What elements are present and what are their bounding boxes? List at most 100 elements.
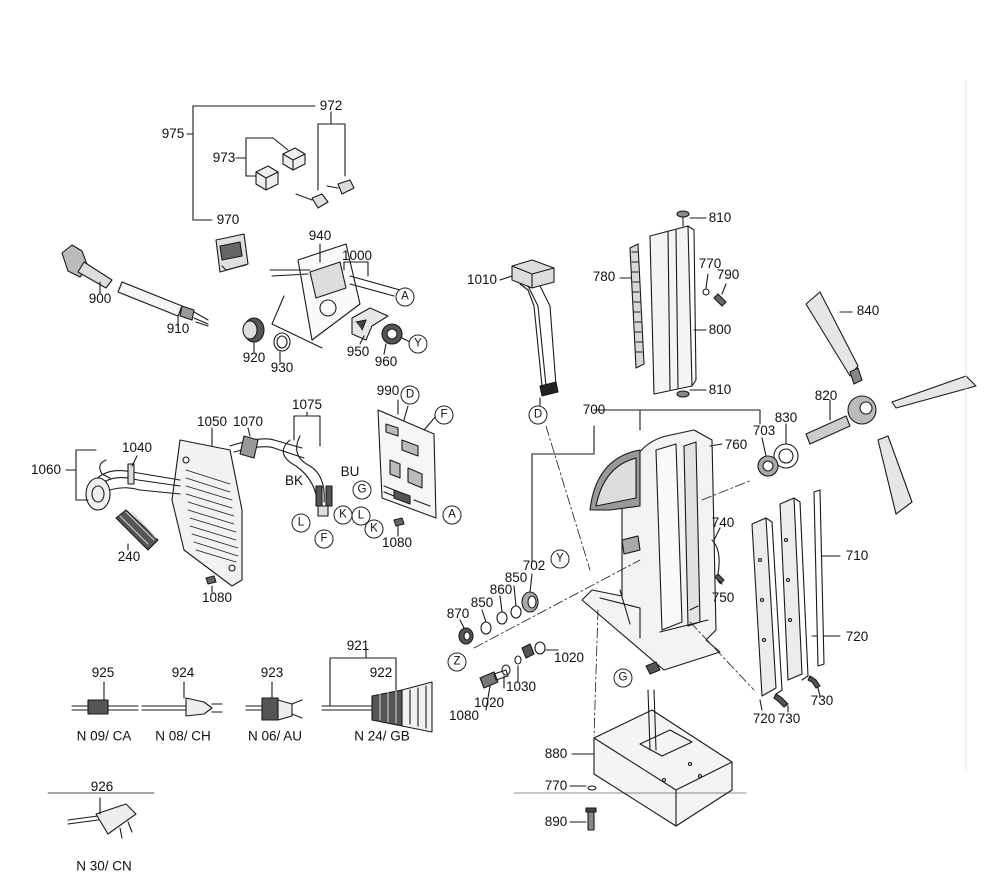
bushing-703 — [757, 437, 779, 477]
label-900: 900 — [88, 291, 112, 306]
label-1060: 1060 — [30, 462, 62, 477]
label-820: 820 — [814, 388, 838, 403]
main-frame-700 — [531, 409, 761, 671]
label-770-bottom: 770 — [544, 778, 568, 793]
caption-plug-gb: N 24/ GB — [354, 728, 410, 744]
plug-924-ch — [141, 681, 223, 717]
label-750: 750 — [711, 590, 735, 605]
rail-720-right — [779, 497, 841, 681]
label-970: 970 — [216, 212, 240, 227]
label-930: 930 — [270, 360, 294, 375]
label-710: 710 — [845, 548, 869, 563]
screws-730 — [773, 675, 821, 713]
washer-770-screw-890 — [569, 785, 597, 831]
switch-970 — [215, 233, 249, 273]
label-920: 920 — [242, 350, 266, 365]
cable-bushing-920 — [242, 317, 291, 352]
label-1050: 1050 — [196, 414, 228, 429]
base-880 — [571, 661, 733, 827]
circuit-board-990 — [377, 399, 437, 519]
label-840: 840 — [856, 303, 880, 318]
handles-840 — [805, 291, 977, 515]
label-960: 960 — [374, 354, 398, 369]
screw-810-bottom — [676, 389, 707, 398]
label-890: 890 — [544, 814, 568, 829]
label-1080-pcb: 1080 — [381, 535, 413, 550]
label-720-left: 720 — [752, 711, 776, 726]
label-780: 780 — [592, 269, 616, 284]
rack-780 — [619, 243, 645, 369]
label-921: 921 — [346, 638, 370, 653]
callout-d-pcb: D — [400, 385, 420, 405]
label-910: 910 — [166, 321, 190, 336]
plug-923-au — [245, 681, 303, 721]
label-850-top: 850 — [504, 570, 528, 585]
label-810-top: 810 — [708, 210, 732, 225]
plug-925-ca — [71, 681, 139, 715]
column-800 — [649, 225, 707, 395]
rail-720-left — [751, 517, 783, 711]
label-870: 870 — [446, 606, 470, 621]
label-972: 972 — [319, 98, 343, 113]
terminal-blocks-973 — [255, 147, 306, 191]
label-950: 950 — [346, 344, 370, 359]
label-800: 800 — [708, 322, 732, 337]
ring-830 — [773, 423, 799, 469]
label-1010: 1010 — [466, 272, 498, 287]
label-924: 924 — [171, 665, 195, 680]
washer-770-screw-790 — [702, 273, 727, 307]
label-1075: 1075 — [291, 397, 323, 412]
label-1080-cover: 1080 — [201, 590, 233, 605]
label-973: 973 — [212, 150, 236, 165]
label-940: 940 — [308, 228, 332, 243]
caption-plug-ch: N 08/ CH — [155, 728, 211, 744]
callout-y-top: Y — [408, 334, 428, 354]
cover-plate-940 — [269, 243, 401, 349]
label-850-bottom: 850 — [470, 595, 494, 610]
label-922: 922 — [369, 665, 393, 680]
plug-926-cn — [47, 792, 155, 839]
label-wire-bu: BU — [340, 464, 360, 479]
label-703: 703 — [752, 423, 776, 438]
label-1040: 1040 — [121, 440, 153, 455]
spring-240 — [115, 509, 159, 551]
caption-plug-au: N 06/ AU — [247, 728, 303, 744]
label-702: 702 — [522, 558, 546, 573]
switch-1010 — [499, 259, 559, 409]
label-1020-left: 1020 — [473, 695, 505, 710]
callout-k-pcb: K — [364, 519, 384, 539]
bracket-1060 — [65, 449, 97, 501]
label-810-bottom: 810 — [708, 382, 732, 397]
screw-810-top — [676, 210, 707, 227]
wires-1040 — [85, 427, 333, 517]
label-790: 790 — [716, 267, 740, 282]
label-975: 975 — [161, 126, 185, 141]
label-wire-bk: BK — [284, 473, 304, 488]
label-730-left: 730 — [777, 711, 801, 726]
callout-g-base: G — [613, 668, 633, 688]
caption-plug-cn: N 30/ CN — [76, 858, 132, 874]
callout-f-pcb: F — [434, 405, 454, 425]
callout-a-top: A — [395, 287, 415, 307]
screw-1080-pcb — [393, 517, 405, 537]
callout-y-frame: Y — [550, 549, 570, 569]
label-1030: 1030 — [505, 679, 537, 694]
callout-a-pcb: A — [442, 505, 462, 525]
label-1020-right: 1020 — [553, 650, 585, 665]
caption-plug-ca: N 09/ CA — [76, 728, 132, 744]
label-1000: 1000 — [341, 248, 373, 263]
label-830: 830 — [774, 410, 798, 425]
label-700: 700 — [582, 402, 606, 417]
screw-1080-cover — [205, 575, 217, 593]
strain-relief-950 — [351, 307, 411, 355]
label-1080-bottom: 1080 — [448, 708, 480, 723]
motor-cover-1050 — [171, 427, 243, 587]
bracket-975-group — [186, 105, 346, 221]
label-923: 923 — [260, 665, 284, 680]
plug-921-gb — [321, 647, 433, 733]
screw-group-1020 — [479, 641, 559, 711]
label-926: 926 — [90, 779, 114, 794]
label-770-top: 770 — [698, 256, 722, 271]
label-1070: 1070 — [232, 414, 264, 429]
